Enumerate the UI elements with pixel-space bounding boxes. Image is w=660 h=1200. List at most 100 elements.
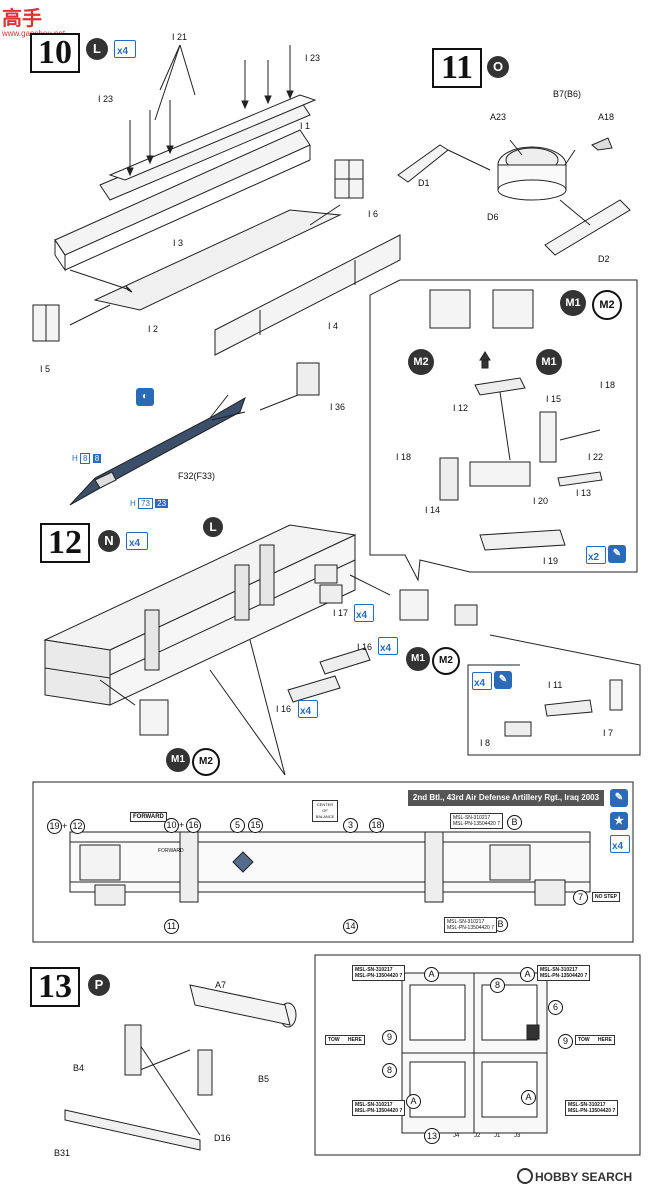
hobby-search-logo: HOBBY SEARCH bbox=[517, 1168, 632, 1184]
rear-a-2: A bbox=[520, 967, 535, 982]
step-11-number: 11 bbox=[432, 48, 482, 88]
decal-num-19: 19 bbox=[47, 819, 62, 834]
paint-callout-h73: H 73 23 bbox=[130, 498, 169, 509]
label-i7: I 7 bbox=[603, 728, 614, 738]
label-a7: A7 bbox=[215, 980, 227, 990]
i16a-qty: x4 bbox=[378, 637, 398, 655]
label-i6: I 6 bbox=[368, 209, 379, 219]
decal-num-5: 5 bbox=[230, 818, 245, 833]
rear-j2: J2 bbox=[474, 1133, 481, 1139]
i16b-qty: x4 bbox=[298, 700, 318, 718]
label-a18: A18 bbox=[598, 112, 615, 122]
decal-brush-icon: ✎ bbox=[610, 789, 628, 807]
callout-m1-badge: M1 bbox=[560, 290, 586, 316]
label-i22: I 22 bbox=[588, 452, 604, 462]
label-i36: I 36 bbox=[330, 402, 346, 412]
step12-m2-marker: M2 bbox=[432, 647, 460, 675]
step-13-number: 13 bbox=[30, 967, 80, 1007]
decal-num-18: 18 bbox=[369, 818, 384, 833]
decal-header: 2nd Btl., 43rd Air Defense Artillery Rgt… bbox=[408, 790, 604, 806]
i17-qty: x4 bbox=[354, 604, 374, 622]
decal-no-step: NO STEP bbox=[592, 892, 620, 902]
step-13-part-letter: P bbox=[88, 974, 110, 996]
label-d6: D6 bbox=[487, 212, 499, 222]
decal-forward-box: FORWARD bbox=[130, 812, 167, 822]
rear-num-6: 6 bbox=[548, 1000, 563, 1015]
rear-tow-left: TOW HERE bbox=[325, 1035, 365, 1045]
label-i18a: I 18 bbox=[600, 380, 616, 390]
label-d16: D16 bbox=[214, 1133, 231, 1143]
decal-forward-text: FORWARD bbox=[158, 848, 184, 854]
logo-text: HOBBY SEARCH bbox=[535, 1170, 633, 1184]
label-i15: I 15 bbox=[546, 394, 562, 404]
decal-num-10: 10 bbox=[164, 818, 179, 833]
decal-star-icon: ★ bbox=[610, 812, 628, 830]
rear-tow-right: TOW HERE bbox=[575, 1035, 615, 1045]
step-10-number: 10 bbox=[30, 33, 80, 73]
rear-num-9a: 9 bbox=[382, 1030, 397, 1045]
step12-m2b-marker: M2 bbox=[192, 748, 220, 776]
label-i12: I 12 bbox=[453, 403, 469, 413]
decal-b-top: B bbox=[507, 815, 522, 830]
rear-j4: J4 bbox=[453, 1133, 460, 1139]
logo-icon bbox=[517, 1168, 533, 1184]
paint-callout-h8: H 8 8 bbox=[72, 453, 102, 464]
step-12-number: 12 bbox=[40, 523, 90, 563]
step12-m1-marker: M1 bbox=[406, 647, 430, 671]
label-i13: I 13 bbox=[576, 488, 592, 498]
brush-icon: ✎ bbox=[608, 545, 626, 563]
rear-a-3: A bbox=[406, 1094, 421, 1109]
step-11-part-letter: O bbox=[487, 56, 509, 78]
sub-brush-icon: ✎ bbox=[494, 671, 512, 689]
label-i11: I 11 bbox=[548, 680, 563, 690]
decal-num-3: 3 bbox=[343, 818, 358, 833]
label-f32: F32(F33) bbox=[178, 471, 216, 481]
label-i14: I 14 bbox=[425, 505, 441, 515]
label-a23: A23 bbox=[490, 112, 507, 122]
label-i1: I 1 bbox=[300, 121, 311, 131]
label-b4: B4 bbox=[73, 1063, 85, 1073]
decal-num-15: 15 bbox=[248, 818, 263, 833]
step-10-qty: x4 bbox=[114, 40, 136, 58]
label-i16b: I 16 bbox=[276, 704, 292, 714]
callout-m-qty: x2 bbox=[586, 546, 606, 564]
step12-m1b-marker: M1 bbox=[166, 748, 190, 772]
rear-num-9b: 9 bbox=[558, 1034, 573, 1049]
decal-center-of-balance: CENTER OF BALANCE bbox=[312, 800, 338, 822]
label-i5: I 5 bbox=[40, 364, 51, 374]
step-12-l-marker: L bbox=[203, 517, 223, 537]
label-i18b: I 18 bbox=[396, 452, 412, 462]
label-b5: B5 bbox=[258, 1074, 270, 1084]
step-10-part-letter: L bbox=[86, 38, 108, 60]
label-i21: I 21 bbox=[172, 32, 188, 42]
callout-m2-badge: M2 bbox=[592, 290, 622, 320]
callout-m2-marker: M2 bbox=[408, 349, 434, 375]
label-i23a: I 23 bbox=[98, 94, 114, 104]
decal-num-16: 16 bbox=[186, 818, 201, 833]
rear-num-8a: 8 bbox=[490, 978, 505, 993]
label-i4: I 4 bbox=[328, 321, 339, 331]
decal-num-11: 11 bbox=[164, 919, 179, 934]
watermark-cn: 高手 bbox=[2, 6, 42, 30]
label-i3: I 3 bbox=[173, 238, 184, 248]
paint-mix-icon: ◐ bbox=[136, 388, 154, 406]
label-i23b: I 23 bbox=[305, 53, 321, 63]
label-i17: I 17 bbox=[333, 608, 349, 618]
label-i20: I 20 bbox=[533, 496, 549, 506]
label-i19: I 19 bbox=[543, 556, 559, 566]
label-i16a: I 16 bbox=[357, 642, 373, 652]
decal-num-12: 12 bbox=[70, 819, 85, 834]
rear-j1: J1 bbox=[494, 1133, 501, 1139]
sub-callout-qty: x4 bbox=[472, 672, 492, 690]
rear-num-8b: 8 bbox=[382, 1063, 397, 1078]
rear-num-13: 13 bbox=[424, 1128, 440, 1144]
decal-plus-2: + bbox=[179, 820, 185, 830]
label-i2: I 2 bbox=[148, 324, 159, 334]
decal-plus-1: + bbox=[62, 821, 68, 831]
label-b31: B31 bbox=[54, 1148, 71, 1158]
label-d2: D2 bbox=[598, 254, 610, 264]
